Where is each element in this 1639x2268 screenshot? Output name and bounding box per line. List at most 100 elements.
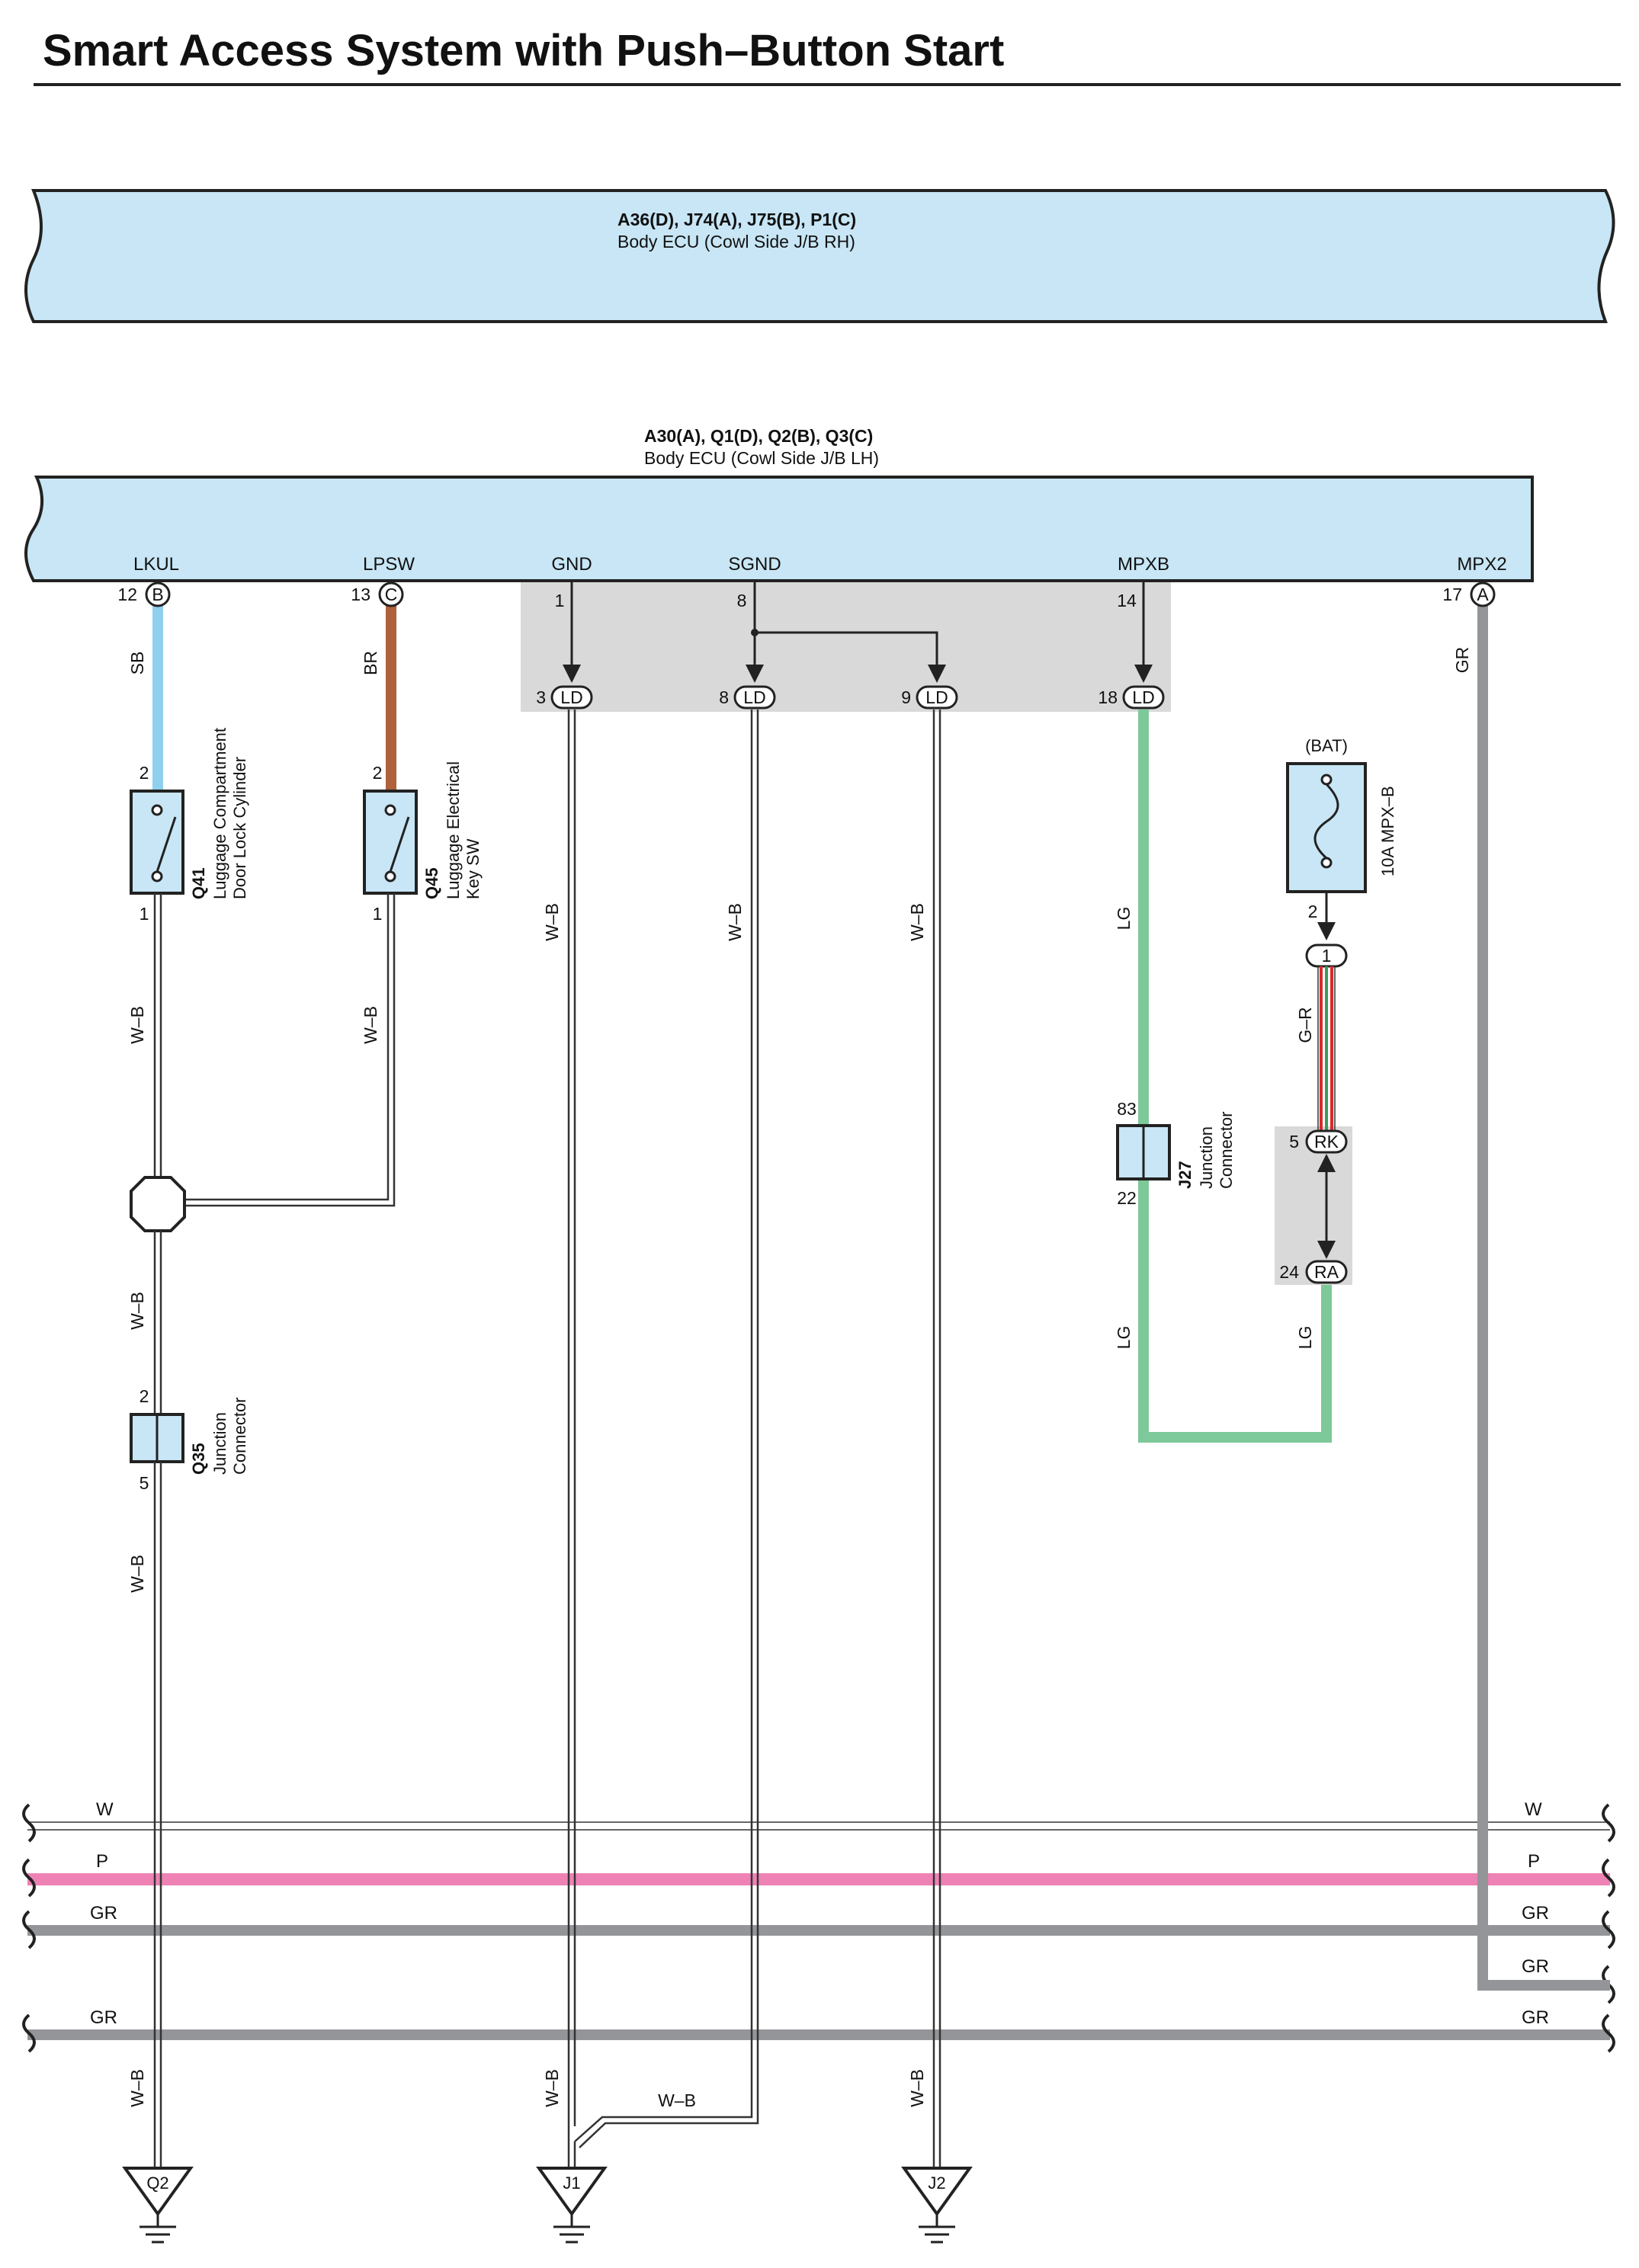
wire-label-lg-upper: LG [1114,907,1134,931]
q2-ground-circuit: W–B 2 5 Q35 Junction Connector W–B W–B Q… [122,1176,249,2244]
connector-ra-label: RA [1314,1262,1339,1282]
body-ecu-lh: A30(A), Q1(D), Q2(B), Q3(C) Body ECU (Co… [24,426,1534,582]
q35-code: Q35 [189,1443,208,1475]
connector-b [145,581,171,607]
bus-lines: W W P P GR GR GR GR GR [22,1799,1615,2053]
body-ecu-rh: A36(D), J74(A), J75(B), P1(C) Body ECU (… [24,189,1615,323]
j27-name-line1: Junction [1197,1126,1216,1189]
q45-pin-1: 1 [373,904,383,924]
wire-label-wb-q2: W–B [127,2069,147,2107]
wire-label-wb-q35: W–B [127,1555,147,1593]
connector-rk-pin: 5 [1289,1132,1299,1152]
ld-connector-9 [916,685,958,710]
q45-pin-2: 2 [373,763,383,783]
q45-contact-top [384,804,396,816]
ld-connector-3 [550,685,593,710]
ld-3-pin: 3 [536,687,546,707]
j27-name-line2: Connector [1217,1111,1236,1189]
ecu-lh-name: Body ECU (Cowl Side J/B LH) [644,448,879,468]
wire-label-gr-mpx2: GR [1452,647,1472,674]
bus-gr2-label-right: GR [1522,1956,1549,1977]
wire-label-wb-q41: W–B [127,1006,147,1044]
bus-gr1-label-left: GR [90,1903,117,1924]
ld-18-label: LD [1132,687,1154,707]
ld-3-label: LD [560,687,582,707]
mpxb-circuit: LG LG LG 83 22 J27 Junction Connector (B… [1114,710,1397,1443]
bus-gr3-label-right: GR [1522,2007,1549,2028]
wire-label-wb-ld8: W–B [725,903,745,941]
q35-pin-2: 2 [140,1386,149,1406]
bus-p-label-right: P [1528,1851,1540,1872]
pin-12: 12 [117,585,137,604]
ld-connectors: 1 8 14 LD 3 LD 8 LD 9 LD 18 [536,582,1165,710]
ld-connector-8 [733,685,776,710]
wire-label-wb-ld8-bottom: W–B [658,2090,696,2110]
fuse-name: 10A MPX–B [1378,786,1397,876]
q45-name-line1: Luggage Electrical [444,761,463,899]
bus-w-label-left: W [96,1799,114,1820]
ground-j1-label: J1 [563,2174,580,2193]
q41-contact-top [151,804,163,816]
wire-label-wb-ld9: W–B [907,903,927,941]
q41-switch-blade [156,816,177,873]
q41-name-line1: Luggage Compartment [210,728,229,899]
q35-name-line1: Junction [210,1412,229,1475]
terminal-sgnd: SGND [728,554,781,575]
connector-b-label: B [152,585,163,604]
splice-point [130,1176,186,1232]
bus-gr1-label-right: GR [1522,1903,1549,1924]
bus-w-label-right: W [1525,1799,1542,1820]
ground-j2-symbol [901,2167,973,2217]
ecu-lh-connectors: A30(A), Q1(D), Q2(B), Q3(C) [644,426,873,446]
pin-sgnd-8: 8 [737,591,747,610]
connector-c-label: C [385,585,398,604]
q45-name-line2: Key SW [463,838,483,899]
ld-18-pin: 18 [1098,687,1118,707]
ground-q2-symbol [122,2167,194,2217]
bus-gr3-label-left: GR [90,2007,117,2028]
connector-ra-pin: 24 [1279,1262,1299,1282]
j27-code: J27 [1176,1161,1195,1189]
ground-q2-label: Q2 [146,2174,168,2193]
terminal-mpx2: MPX2 [1457,554,1506,575]
ground-j2-label: J2 [928,2174,945,2193]
ecu-rh-connectors: A36(D), J74(A), J75(B), P1(C) [617,210,856,229]
wire-label-g-r: G–R [1295,1007,1315,1043]
connector-a-label: A [1477,585,1489,604]
terminal-lkul: LKUL [133,554,179,575]
page-title: Smart Access System with Push–Button Sta… [43,26,1004,75]
lkul-circuit: SB B 12 2 1 Q41 Luggage Compartment Door… [117,581,249,1189]
connector-1-label: 1 [1322,946,1332,966]
ld-8-pin: 8 [719,687,729,707]
ld-8-label: LD [743,687,765,707]
wire-label-lg-right: LG [1295,1326,1315,1350]
terminal-lpsw: LPSW [363,554,415,575]
wire-label-wb-ld3: W–B [542,903,562,941]
q41-pin-2: 2 [140,763,149,783]
ld-9-label: LD [925,687,948,707]
wire-label-wb-splice: W–B [127,1292,147,1330]
connector-rk-label: RK [1314,1132,1339,1152]
bus-p-label-left: P [96,1851,108,1872]
wire-label-wb-j2: W–B [907,2069,927,2107]
wire-label-br: BR [361,651,380,675]
mpx2-circuit: A 17 GR [1442,581,1610,1991]
j2-ground-circuit: W–B W–B J2 [901,710,973,2244]
q35-name-line2: Connector [230,1397,249,1475]
terminal-mpxb: MPXB [1118,554,1169,575]
ld-connector-18 [1122,685,1165,710]
ground-j1-symbol [536,2167,608,2217]
wire-label-lg-lower: LG [1114,1326,1134,1350]
q41-contact-bottom [151,870,163,883]
q45-contact-bottom [384,870,396,883]
wire-label-sb: SB [127,652,147,675]
connector-a [1470,581,1496,607]
q45-switch-blade [389,816,410,873]
q35-pin-5: 5 [140,1473,149,1493]
fuse-pin-2: 2 [1308,902,1318,921]
j1-ground-circuit: W–B W–B W–B W–B J1 [536,710,759,2244]
j27-pin-22: 22 [1117,1188,1137,1208]
ld-9-pin: 9 [901,687,911,707]
pin-13: 13 [351,585,370,604]
